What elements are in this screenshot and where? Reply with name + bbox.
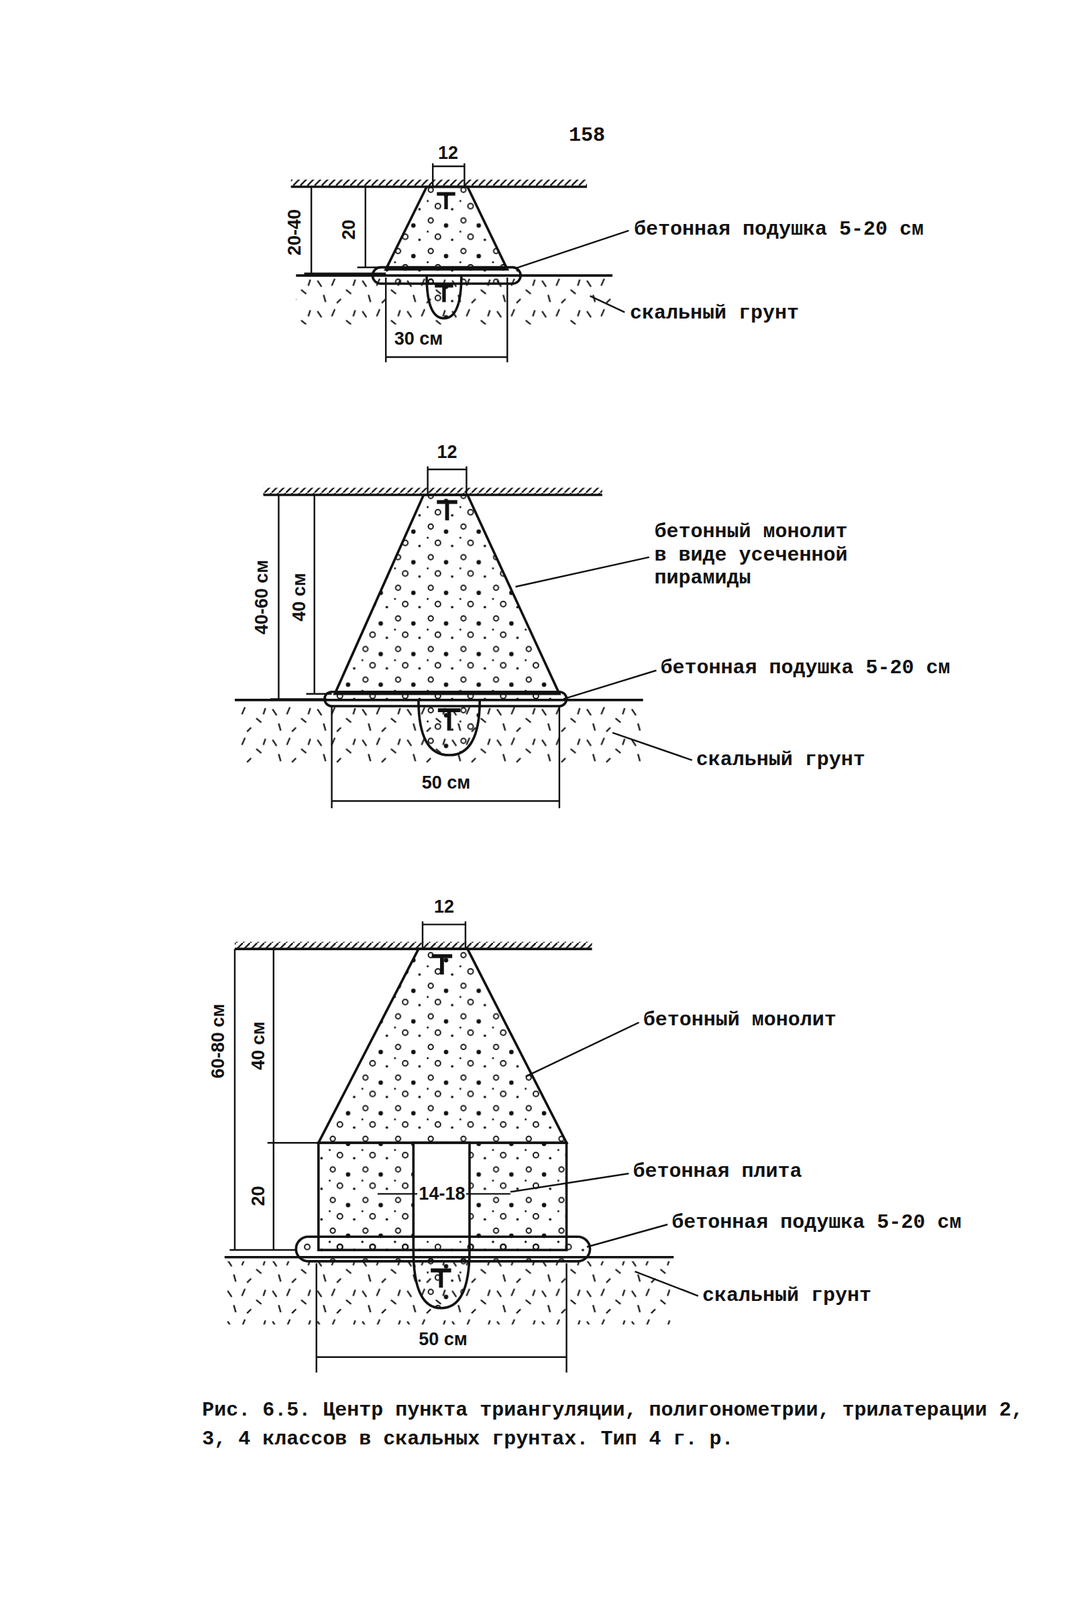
page-number: 158 bbox=[568, 124, 606, 148]
leader-line bbox=[510, 1022, 699, 1297]
dimension-line bbox=[432, 163, 465, 187]
dimension-line bbox=[270, 495, 332, 699]
callout-label: скальный грунт bbox=[629, 301, 799, 326]
center-mark bbox=[436, 193, 455, 210]
ground-hatch bbox=[234, 942, 593, 950]
concrete-monolith bbox=[318, 949, 567, 1144]
center-mark bbox=[436, 502, 457, 521]
dimension-line bbox=[422, 921, 466, 950]
center-mark bbox=[430, 1270, 451, 1288]
callout-label: бетонный монолит в виде усеченной пирами… bbox=[654, 520, 871, 591]
dimension-label: 20 bbox=[338, 218, 360, 241]
concrete-monolith bbox=[385, 186, 508, 269]
concrete-pad bbox=[295, 1236, 590, 1262]
center-mark bbox=[431, 956, 453, 975]
dimension-label: 12 bbox=[436, 142, 460, 164]
callout-label: скальный грунт bbox=[702, 1284, 872, 1309]
section-type-2 bbox=[234, 466, 693, 809]
dimension-label: 50 см bbox=[420, 772, 473, 794]
dimension-line bbox=[303, 186, 386, 274]
plate-channel bbox=[413, 1143, 470, 1251]
dimension-label: 20-40 bbox=[284, 207, 306, 257]
dimension-label: 60-80 см bbox=[207, 1002, 229, 1080]
callout-label: бетонная плита bbox=[632, 1160, 802, 1184]
callout-label: бетонная подушка 5-20 см bbox=[671, 1211, 962, 1235]
center-mark bbox=[438, 710, 461, 731]
dimension-label: 12 bbox=[432, 896, 456, 918]
leader-line bbox=[515, 230, 629, 313]
dimension-label: 14-18 bbox=[417, 1183, 467, 1205]
dimension-line bbox=[385, 277, 508, 363]
dimension-label: 40 см bbox=[247, 1020, 269, 1072]
dimension-line bbox=[229, 949, 318, 1251]
concrete-pad bbox=[324, 692, 567, 707]
dimension-label: 50 см bbox=[417, 1329, 469, 1351]
callout-label: бетонная подушка 5-20 см bbox=[633, 218, 924, 242]
dimension-label: 40 см bbox=[288, 571, 310, 624]
dimension-line bbox=[332, 706, 560, 809]
dimension-label: 40-60 см bbox=[252, 558, 274, 636]
pit bbox=[418, 700, 480, 756]
callout-label: бетонная подушка 5-20 см bbox=[660, 656, 951, 681]
section-type-3 bbox=[224, 921, 699, 1374]
callout-label: бетонный монолит bbox=[643, 1008, 837, 1033]
section-type-1 bbox=[291, 163, 630, 363]
concrete-monolith bbox=[334, 495, 560, 695]
dimension-label: 30 см bbox=[393, 328, 445, 350]
concrete-pad bbox=[372, 267, 521, 284]
dimension-label: 12 bbox=[435, 442, 459, 463]
dimension-label: 20 bbox=[247, 1184, 269, 1208]
dimension-line bbox=[316, 1263, 567, 1374]
center-mark bbox=[434, 285, 453, 302]
concrete-plate bbox=[318, 1143, 567, 1251]
dimension-line bbox=[427, 466, 467, 496]
callout-label: скальный грунт bbox=[696, 748, 866, 773]
caption: Рис. 6.5. Центр пункта триангуляции, пол… bbox=[201, 1396, 1024, 1455]
ground-line bbox=[234, 947, 593, 951]
